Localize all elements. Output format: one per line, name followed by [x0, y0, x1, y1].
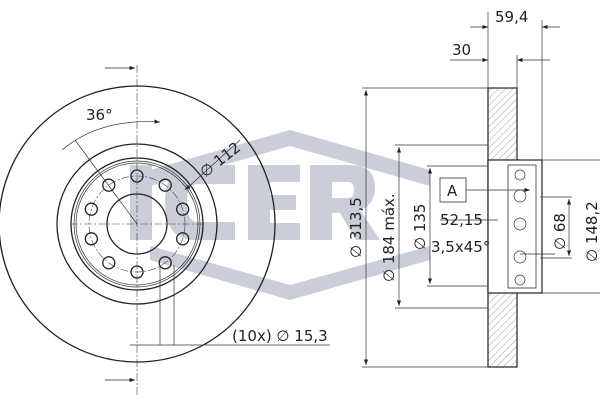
section-view	[362, 12, 600, 368]
hat-diameter-label: ∅ 148,2	[583, 201, 600, 262]
bore-label: ∅ 68	[551, 213, 569, 250]
datum-box	[439, 177, 467, 203]
angle-label: 36°	[86, 106, 113, 124]
hub-diameter-label: ∅ 135	[411, 204, 429, 250]
depth-label: 52,15	[440, 211, 483, 229]
total-height-label: 59,4	[495, 8, 528, 26]
bolt-hole	[84, 202, 98, 216]
max-diameter-label: ∅ 184 máx.	[380, 193, 398, 282]
thickness-label: 30	[452, 41, 471, 59]
chamfer-label: 3,5x45°	[431, 238, 490, 256]
bolt-hole	[84, 232, 98, 246]
holes-label: (10x) ∅ 15,3	[232, 327, 328, 345]
datum-label: A	[447, 182, 458, 200]
bolt-hole	[158, 256, 172, 270]
bolt-hole	[102, 256, 116, 270]
bolt-hole	[176, 202, 190, 216]
bolt-hole	[176, 232, 190, 246]
bolt-hole	[102, 178, 116, 192]
front-view	[0, 65, 330, 395]
outer-diameter-label: ∅ 313,5	[347, 197, 365, 258]
bolt-hole	[158, 178, 172, 192]
